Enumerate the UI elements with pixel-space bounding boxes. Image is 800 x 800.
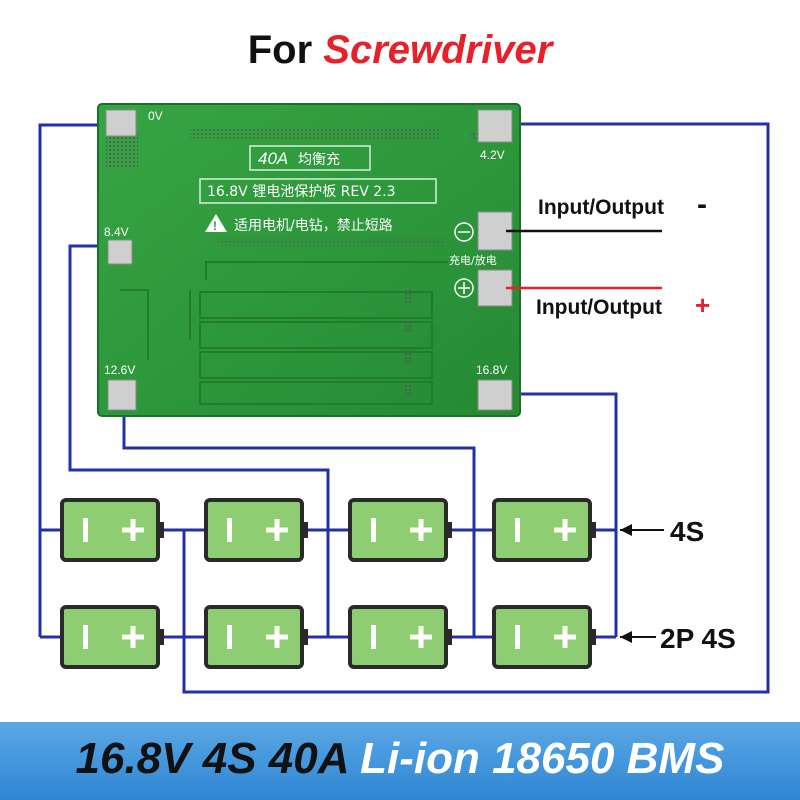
pad-8v4 bbox=[107, 239, 133, 265]
battery-cells bbox=[60, 498, 596, 669]
battery-cell bbox=[348, 605, 452, 669]
battery-terminal bbox=[446, 522, 452, 538]
battery-terminal bbox=[302, 522, 308, 538]
battery-minus-icon bbox=[371, 518, 376, 542]
arrow-2p4s-icon bbox=[620, 631, 656, 643]
title-prefix: For bbox=[247, 28, 313, 72]
pad-p-minus bbox=[477, 211, 513, 251]
pad-0v bbox=[105, 109, 137, 137]
config-label-4s: 4S bbox=[670, 516, 704, 547]
battery-terminal bbox=[158, 522, 164, 538]
board-dotted-row bbox=[218, 238, 444, 246]
battery-plus-icon bbox=[274, 626, 280, 648]
footer-text: 16.8V 4S 40A Li-ion 18650 BMS bbox=[0, 734, 800, 784]
bms-wiring-diagram: 40A 均衡充 16.8V 锂电池保护板 REV 2.3 ! 适用电机/电钻，禁… bbox=[38, 103, 770, 694]
wire-12v6 bbox=[122, 398, 476, 530]
wire-8v4 bbox=[68, 244, 330, 530]
battery-plus-icon bbox=[130, 519, 136, 541]
plus-symbol-icon bbox=[454, 278, 474, 298]
battery-terminal bbox=[302, 629, 308, 645]
board-charge-discharge: 充电/放电 bbox=[449, 253, 497, 267]
board-capacity: 40A bbox=[258, 149, 288, 168]
footer-spec: 16.8V 4S 40A bbox=[75, 734, 348, 783]
battery-minus-icon bbox=[83, 625, 88, 649]
board-body bbox=[97, 103, 521, 417]
board-warning: 适用电机/电钻，禁止短路 bbox=[234, 218, 393, 234]
footer-product: Li-ion 18650 BMS bbox=[360, 734, 725, 783]
wire-0v bbox=[38, 123, 118, 532]
battery-cell bbox=[492, 498, 596, 562]
pad-16v8 bbox=[477, 379, 513, 411]
battery-plus-icon bbox=[418, 626, 424, 648]
battery-cell bbox=[204, 605, 308, 669]
pad-0v-label: 0V bbox=[148, 109, 163, 123]
io-negative-label: Input/Output bbox=[538, 196, 664, 219]
wire-16v8 bbox=[500, 392, 618, 637]
page-title: For Screwdriver bbox=[0, 28, 800, 73]
pad-4v2 bbox=[477, 109, 513, 143]
battery-terminal bbox=[590, 522, 596, 538]
io-negative-sign: - bbox=[697, 188, 707, 221]
battery-cell bbox=[204, 498, 308, 562]
svg-text:!: ! bbox=[213, 219, 217, 233]
battery-terminal bbox=[446, 629, 452, 645]
footer-banner: 16.8V 4S 40A Li-ion 18650 BMS bbox=[0, 722, 800, 800]
battery-minus-icon bbox=[515, 625, 520, 649]
battery-cell bbox=[348, 498, 452, 562]
warning-icon: ! bbox=[205, 214, 227, 233]
battery-minus-icon bbox=[227, 518, 232, 542]
battery-minus-icon bbox=[371, 625, 376, 649]
battery-plus-icon bbox=[562, 626, 568, 648]
battery-minus-icon bbox=[227, 625, 232, 649]
battery-terminal bbox=[158, 629, 164, 645]
config-label-2p4s: 2P 4S bbox=[660, 623, 736, 654]
title-accent: Screwdriver bbox=[323, 28, 553, 72]
battery-plus-icon bbox=[274, 519, 280, 541]
pad-4v2-label: 4.2V bbox=[480, 148, 505, 162]
board-spec-box bbox=[199, 178, 437, 204]
battery-cell bbox=[60, 605, 164, 669]
board-label-box bbox=[249, 145, 371, 171]
bms-board: 40A 均衡充 16.8V 锂电池保护板 REV 2.3 ! 适用电机/电钻，禁… bbox=[97, 103, 521, 417]
board-spec: 16.8V 锂电池保护板 REV 2.3 bbox=[207, 184, 396, 200]
battery-terminal bbox=[590, 629, 596, 645]
pad-12v6 bbox=[107, 379, 137, 411]
battery-plus-icon bbox=[130, 626, 136, 648]
pad-8v4-label: 8.4V bbox=[104, 225, 129, 239]
board-mosfet-pads bbox=[199, 291, 433, 405]
battery-plus-icon bbox=[562, 519, 568, 541]
board-header-strip bbox=[190, 128, 440, 140]
board-traces bbox=[120, 261, 448, 360]
wires bbox=[38, 122, 770, 694]
io-positive-sign: + bbox=[695, 290, 710, 320]
arrow-4s-icon bbox=[620, 524, 664, 536]
battery-plus-icon bbox=[418, 519, 424, 541]
board-balance: 均衡充 bbox=[298, 152, 340, 168]
io-positive-label: Input/Output bbox=[536, 296, 662, 319]
battery-minus-icon bbox=[515, 518, 520, 542]
battery-cell bbox=[60, 498, 164, 562]
battery-cell bbox=[492, 605, 596, 669]
battery-minus-icon bbox=[83, 518, 88, 542]
pad-16v8-label: 16.8V bbox=[476, 363, 507, 377]
pad-12v6-label: 12.6V bbox=[104, 363, 135, 377]
minus-symbol-icon bbox=[454, 222, 474, 242]
